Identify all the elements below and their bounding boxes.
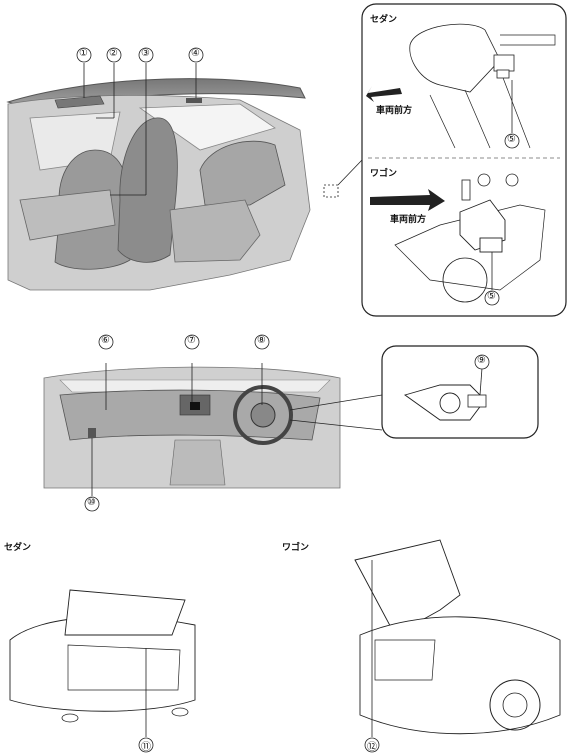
callout-5-wagon: ⑤ xyxy=(487,291,496,302)
inset-forward-label-wagon: 車両前方 xyxy=(390,215,427,225)
inset-combination-switch xyxy=(381,345,539,439)
callout-8: ⑧ xyxy=(257,335,266,346)
dashboard-illustration xyxy=(43,334,383,512)
callout-7: ⑦ xyxy=(187,335,196,346)
callout-10: ⑩ xyxy=(87,497,96,508)
callout-11: ⑪ xyxy=(141,742,151,753)
bottom-wagon-label: ワゴン xyxy=(282,543,310,553)
callout-9: ⑨ xyxy=(477,355,486,366)
callout-2: ② xyxy=(109,48,118,59)
callout-1: ① xyxy=(79,48,88,59)
callout-5-sedan: ⑤ xyxy=(507,134,516,145)
inset-top-right xyxy=(361,3,567,317)
callout-4: ④ xyxy=(191,48,200,59)
callout-12: ⑫ xyxy=(367,742,377,753)
sedan-rear-illustration xyxy=(9,589,196,753)
wagon-rear-illustration xyxy=(354,539,561,753)
inset-sedan-label: セダン xyxy=(370,15,398,25)
callout-3: ③ xyxy=(141,48,150,59)
inset-forward-label-sedan: 車両前方 xyxy=(376,106,413,116)
cabin-illustration xyxy=(6,47,363,291)
callout-6: ⑥ xyxy=(101,335,110,346)
inset-wagon-label: ワゴン xyxy=(370,169,398,179)
bottom-sedan-label: セダン xyxy=(4,543,32,553)
